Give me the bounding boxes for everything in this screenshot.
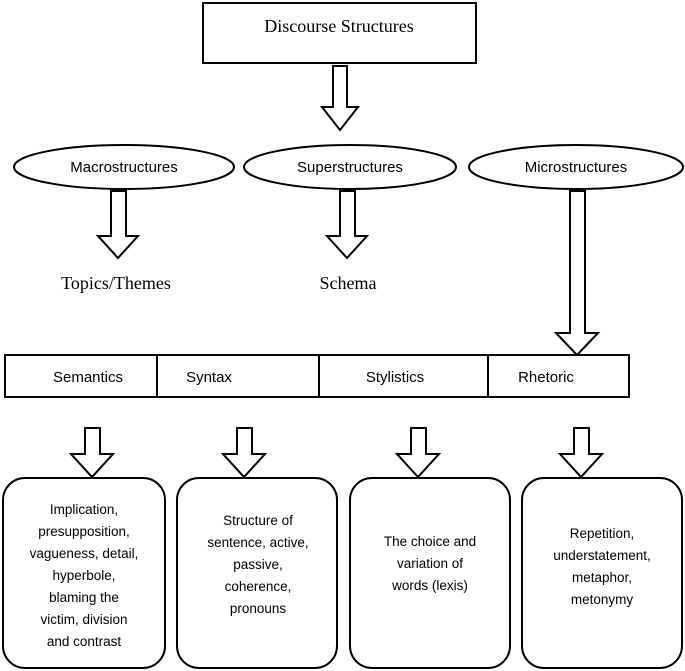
rhetoric-line: understatement, (553, 548, 651, 563)
rhetoric-line: metonymy (571, 592, 634, 607)
semantics-line: victim, division (40, 612, 127, 627)
root-box (202, 2, 477, 64)
ellipse-superstructures (243, 144, 457, 190)
super-output: Schema (320, 273, 377, 293)
categories-row (4, 354, 630, 398)
arrow-semantics-down (68, 427, 116, 479)
syntax-line: coherence, (225, 579, 292, 594)
detail-box-stylistics (349, 477, 511, 669)
detail-box-rhetoric (521, 477, 683, 669)
semantics-line: blaming the (49, 590, 119, 605)
stylistics-line: variation of (397, 556, 463, 571)
rhetoric-line: metaphor, (572, 570, 632, 585)
semantics-line: presupposition, (38, 524, 130, 539)
syntax-line: sentence, active, (207, 535, 308, 550)
detail-box-semantics (2, 477, 166, 669)
stylistics-line: words (lexis) (391, 578, 468, 593)
rhetoric-details: Repetition, understatement, metaphor, me… (553, 526, 651, 607)
macro-output: Topics/Themes (61, 273, 171, 293)
semantics-line: Implication, (50, 502, 118, 517)
syntax-line: pronouns (230, 601, 287, 616)
stylistics-details: The choice and variation of words (lexis… (384, 534, 476, 593)
syntax-details: Structure of sentence, active, passive, … (207, 513, 308, 616)
syntax-line: Structure of (223, 513, 293, 528)
category-rhetoric: Rhetoric (518, 369, 574, 386)
detail-box-syntax (176, 477, 338, 669)
semantics-line: vagueness, detail, (30, 546, 139, 561)
semantics-line: and contrast (47, 634, 122, 649)
semantics-details: Implication, presupposition, vagueness, … (30, 502, 139, 649)
category-stylistics: Stylistics (366, 369, 424, 386)
arrow-macro-down (95, 190, 141, 260)
ellipse-macrostructures (13, 144, 235, 190)
arrow-super-down (324, 190, 370, 260)
root-label: Discourse Structures (264, 16, 413, 36)
stylistics-line: The choice and (384, 534, 476, 549)
superstructures-label: Superstructures (297, 159, 403, 176)
semantics-line: hyperbole, (52, 568, 115, 583)
arrow-root-down (319, 65, 361, 132)
macrostructures-label: Macrostructures (70, 159, 178, 176)
category-syntax: Syntax (186, 369, 232, 386)
microstructures-label: Microstructures (525, 159, 628, 176)
ellipse-microstructures (468, 144, 684, 190)
syntax-line: passive, (233, 557, 283, 572)
arrow-rhetoric-down (557, 427, 605, 479)
rhetoric-line: Repetition, (570, 526, 635, 541)
arrow-stylistics-down (394, 427, 442, 479)
arrow-micro-down (553, 190, 601, 357)
category-semantics: Semantics (53, 369, 123, 386)
arrow-syntax-down (220, 427, 268, 479)
